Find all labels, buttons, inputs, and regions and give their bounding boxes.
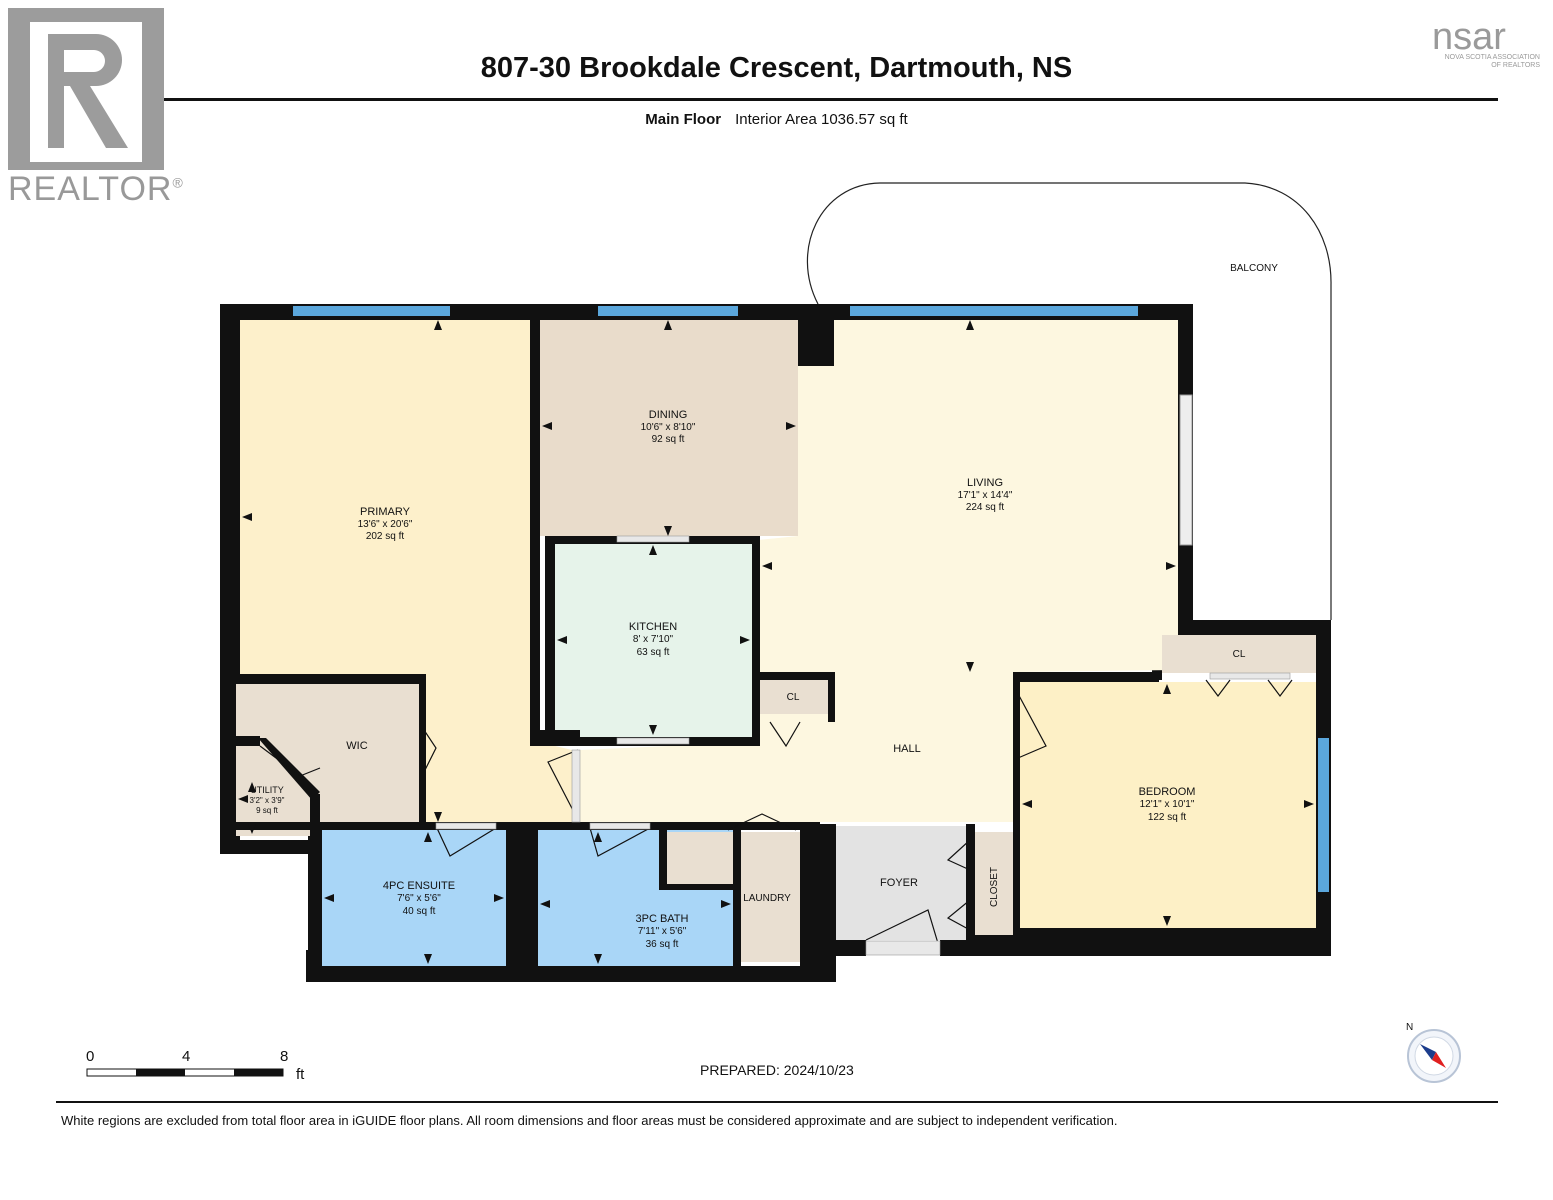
label-bedroom: BEDROOM (1139, 786, 1196, 798)
label-foyer: FOYER (880, 877, 918, 889)
area-bath: 36 sq ft (646, 939, 679, 950)
window-bedroom (1318, 738, 1329, 892)
area-utility: 9 sq ft (256, 806, 279, 815)
label-kitchen: KITCHEN (629, 621, 677, 633)
window-living (850, 306, 1138, 316)
label-utility: UTILITY (250, 785, 284, 795)
label-cl-bedroom: CL (1233, 649, 1246, 660)
nsar-logo-icon: nsar (1432, 16, 1506, 58)
room-utility (236, 746, 310, 836)
room-bedroom (1020, 682, 1316, 928)
label-cl-hall: CL (787, 692, 800, 703)
area-living: 224 sq ft (966, 502, 1005, 513)
room-dining (540, 320, 798, 536)
label-primary: PRIMARY (360, 506, 411, 518)
plan-title: 807-30 Brookdale Crescent, Dartmouth, NS (480, 52, 1073, 84)
dims-dining: 10'6" x 8'10" (641, 422, 696, 433)
area-bedroom: 122 sq ft (1148, 812, 1187, 823)
realtor-wordmark: REALTOR® (8, 170, 184, 208)
dims-ensuite: 7'6" x 5'6" (397, 893, 441, 904)
nsar-subtext: NOVA SCOTIA ASSOCIATION OF REALTORS (1444, 54, 1540, 69)
room-cl-bedroom (1162, 635, 1316, 673)
floor-plan: PRIMARY 13'6" x 20'6" 202 sq ft DINING 1… (220, 182, 1332, 982)
label-closet: CLOSET (989, 867, 1000, 907)
label-wic: WIC (346, 740, 367, 752)
door-balcony (1179, 394, 1193, 546)
scale-label-4: 4 (182, 1048, 191, 1065)
label-ensuite: 4PC ENSUITE (383, 880, 455, 892)
footer-rule (56, 1101, 1498, 1103)
interior-area: Interior Area 1036.57 sq ft (735, 111, 908, 128)
balcony-outline (806, 182, 1332, 620)
label-bath: 3PC BATH (636, 913, 689, 925)
dims-bath: 7'11" x 5'6" (638, 926, 687, 937)
label-hall: HALL (893, 743, 921, 755)
dims-primary: 13'6" x 20'6" (358, 519, 413, 530)
exterior-wall-left (220, 304, 240, 854)
scale-unit: ft (296, 1066, 305, 1083)
room-kitchen (555, 543, 752, 737)
disclaimer: White regions are excluded from total fl… (61, 1113, 1118, 1128)
window-primary (293, 306, 450, 316)
scale-bar (86, 1068, 284, 1077)
area-primary: 202 sq ft (366, 531, 405, 542)
area-ensuite: 40 sq ft (403, 906, 436, 917)
label-balcony: BALCONY (1230, 263, 1278, 274)
compass-icon (1407, 1029, 1461, 1083)
label-laundry: LAUNDRY (743, 893, 791, 904)
dims-utility: 3'2" x 3'9" (250, 796, 285, 805)
room-cl-hall (760, 680, 828, 714)
compass-north-label: N (1406, 1022, 1414, 1033)
dims-living: 17'1" x 14'4" (958, 490, 1013, 501)
room-foyer (836, 826, 968, 940)
room-closet (975, 832, 1013, 940)
floor-summary: Main Floor Interior Area 1036.57 sq ft (0, 111, 1553, 128)
label-living: LIVING (967, 477, 1003, 489)
area-dining: 92 sq ft (652, 434, 685, 445)
dims-bedroom: 12'1" x 10'1" (1140, 799, 1195, 810)
floor-label: Main Floor (645, 111, 722, 128)
area-kitchen: 63 sq ft (637, 647, 670, 658)
scale-label-8: 8 (280, 1048, 289, 1065)
label-dining: DINING (649, 409, 688, 421)
room-primary (240, 320, 530, 682)
header-rule (56, 98, 1498, 101)
dims-kitchen: 8' x 7'10" (633, 634, 674, 645)
window-dining (598, 306, 738, 316)
room-laundry (666, 832, 800, 962)
room-ensuite (322, 830, 506, 966)
scale-label-0: 0 (86, 1048, 95, 1065)
prepared-date: PREPARED: 2024/10/23 (700, 1062, 854, 1078)
realtor-logo-icon (8, 8, 164, 170)
room-living (580, 320, 1178, 822)
